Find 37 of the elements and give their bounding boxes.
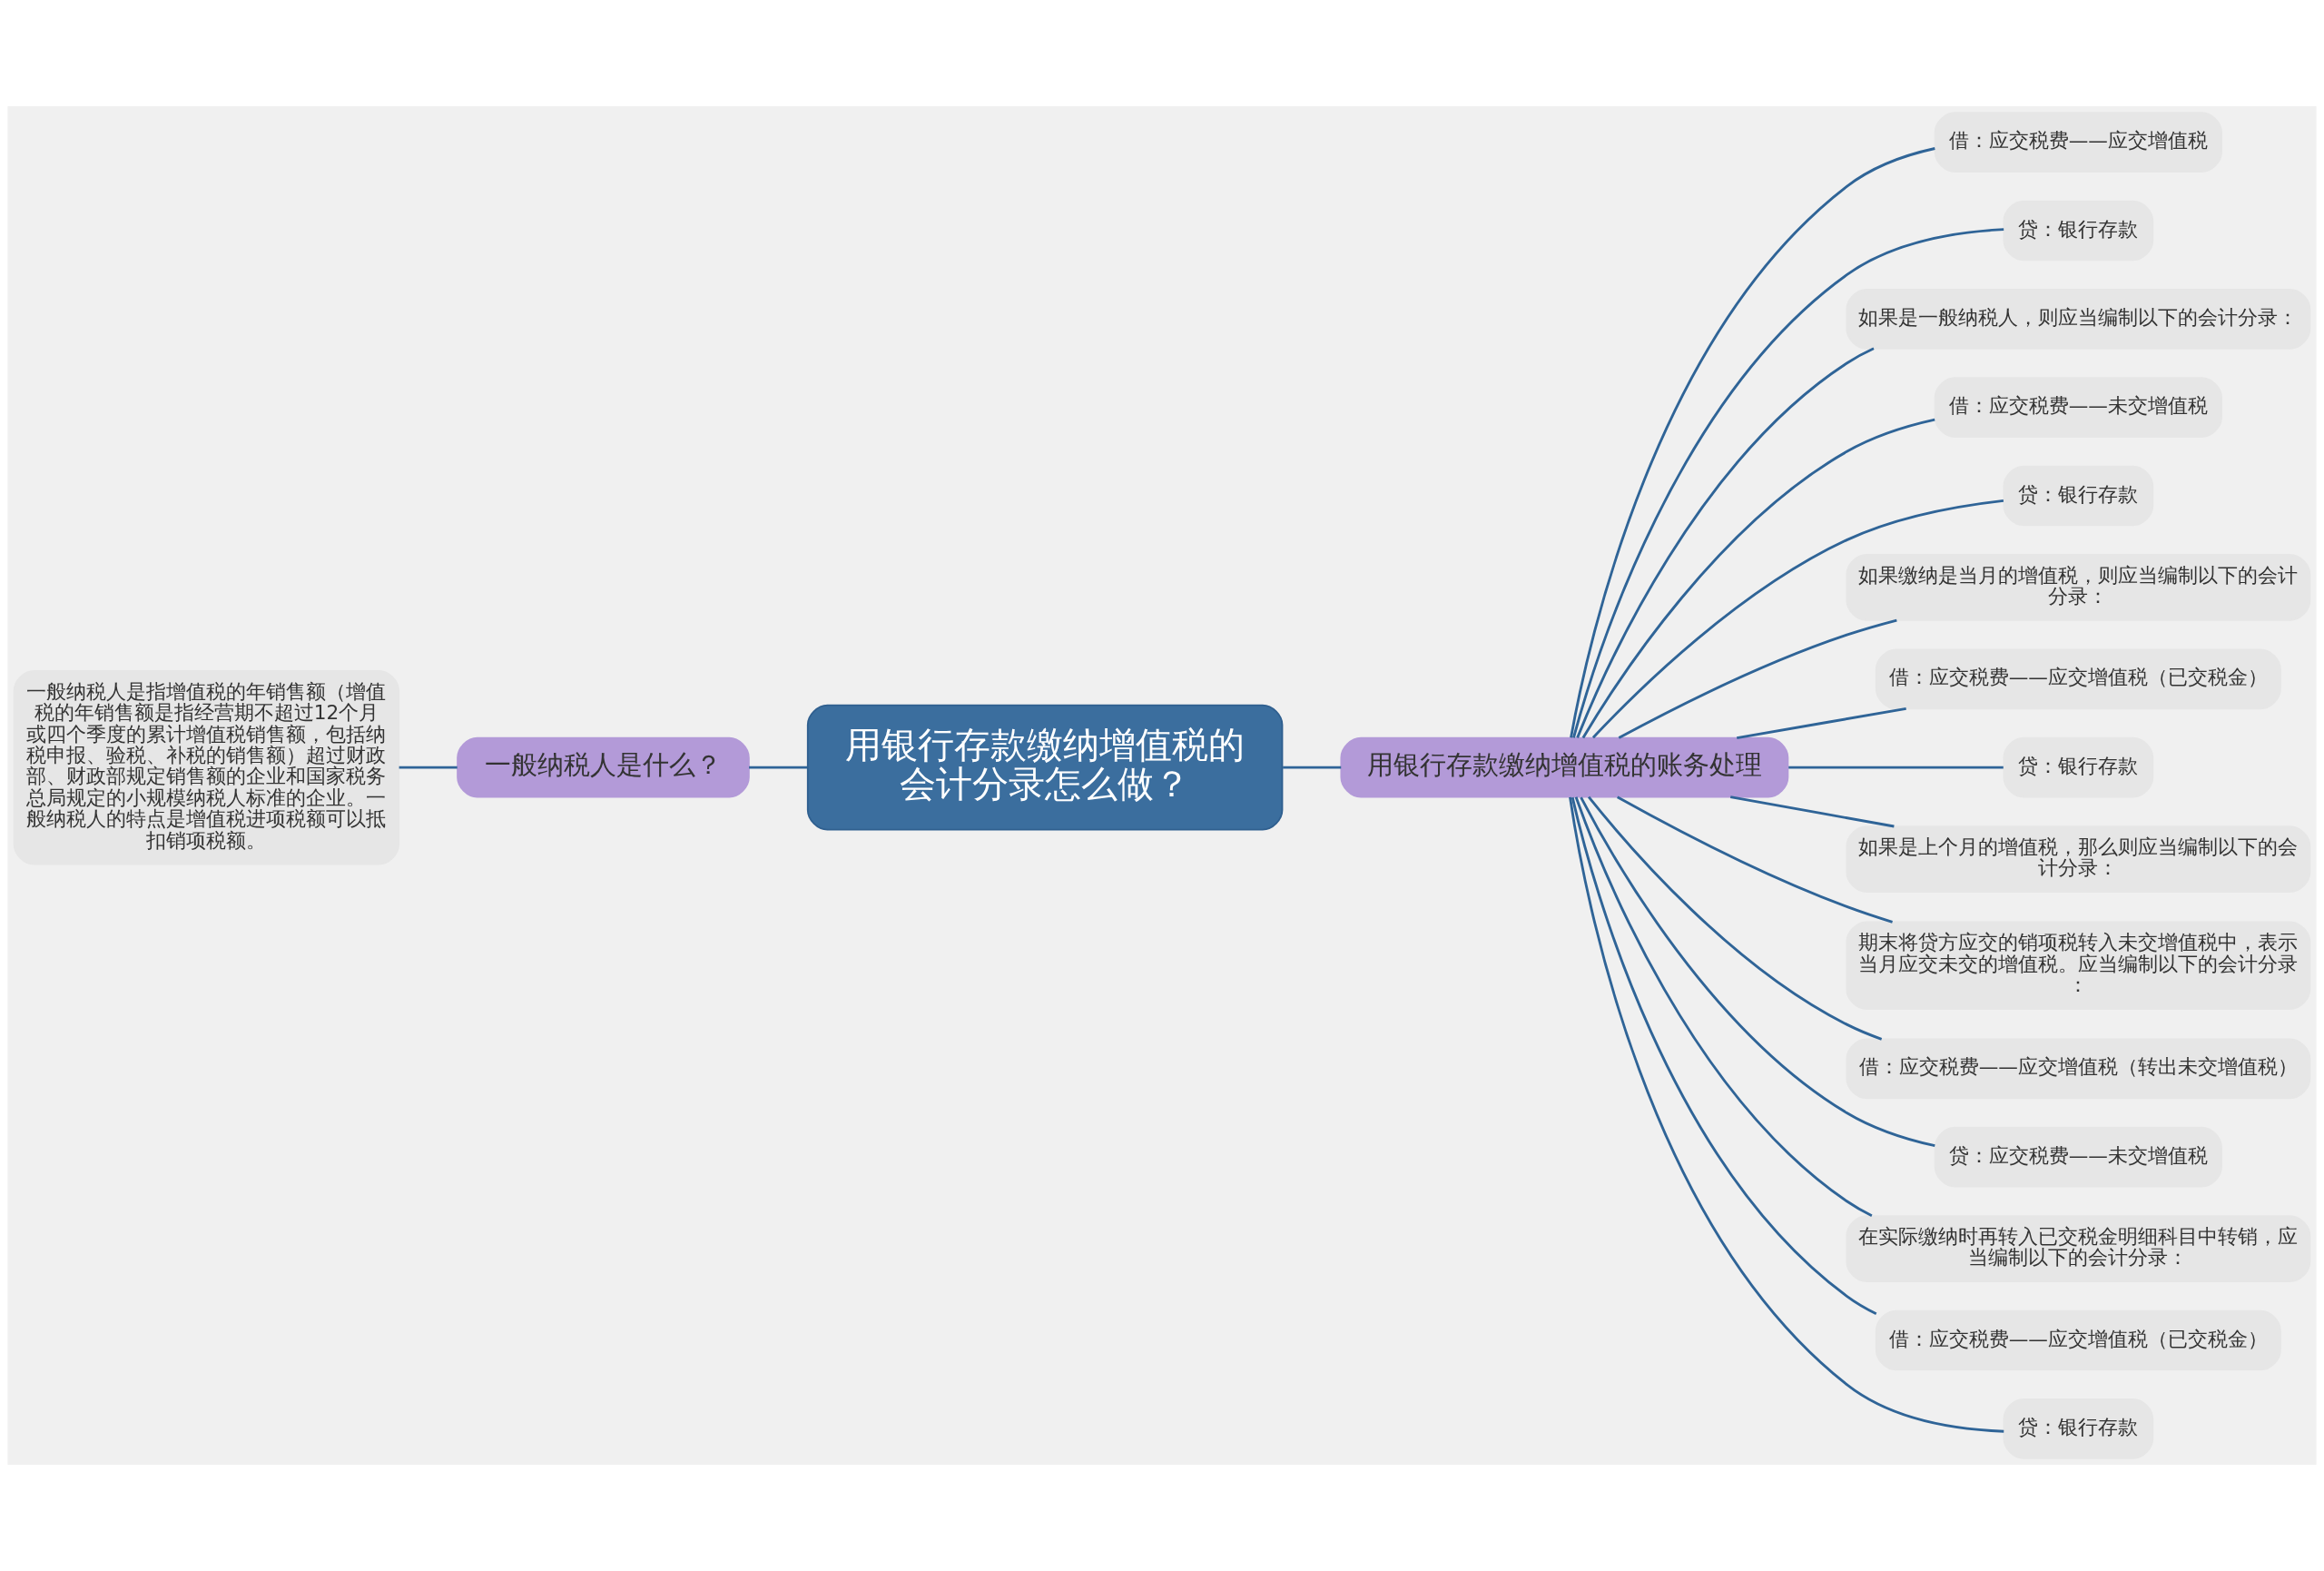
- node-box: 一般纳税人是什么？: [457, 736, 750, 798]
- node-box: 如果缴纳是当月的增值税，则应当编制以下的会计分录：: [1846, 553, 2311, 621]
- connector: [1283, 766, 1342, 769]
- node-box: 借：应交税费——未交增值税: [1934, 377, 2222, 438]
- node-box: 借：应交税费——应交增值税（转出未交增值税）: [1846, 1038, 2311, 1100]
- connector: [1576, 347, 1875, 738]
- connector: [1737, 706, 1906, 740]
- connector: [1581, 418, 1935, 739]
- connector: [1572, 228, 2004, 738]
- node-box: 期末将贷方应交的销项税转入未交增值税中，表示当月应交未交的增值税。应当编制以下的会计分录：: [1846, 921, 2311, 1010]
- node-box: 贷：银行存款: [2003, 200, 2154, 262]
- connector: [1591, 499, 2004, 739]
- connector: [1617, 795, 1893, 924]
- node-box: 贷：银行存款: [2003, 1398, 2154, 1459]
- connector: [1571, 796, 1877, 1315]
- node-box: 用银行存款缴纳增值税的账务处理: [1340, 736, 1789, 798]
- connector: [1618, 618, 1897, 739]
- node-box: 借：应交税费——应交增值税（已交税金）: [1875, 648, 2281, 710]
- node-box: 一般纳税人是指增值税的年销售额（增值税的年销售额是指经营期不超过12个月或四个季度的累计增值税销售额，包括纳税申报、验税、补税的销售额）超过财政部、财政部规定销售额的企业和国家税务总局规定的小规模纳税人标准的企业。一般纳税人的特点是增值税进项税额可以抵扣销项税额。: [13, 669, 400, 865]
- node-box: 贷：应交税费——未交增值税: [1934, 1126, 2222, 1188]
- connector: [1580, 796, 1935, 1148]
- connector: [1569, 796, 2004, 1433]
- connector: [1587, 795, 1883, 1041]
- node-box: 借：应交税费——应交增值税（已交税金）: [1875, 1309, 2281, 1371]
- connector: [399, 766, 458, 769]
- connector: [1788, 766, 2004, 769]
- node-box: 贷：银行存款: [2003, 736, 2154, 798]
- connector: [749, 766, 807, 769]
- node-box: 如果是上个月的增值税，那么则应当编制以下的会计分录：: [1846, 825, 2311, 894]
- node-box: 在实际缴纳时再转入已交税金明细科目中转销，应当编制以下的会计分录：: [1846, 1215, 2311, 1283]
- node-box: 借：应交税费——应交增值税: [1934, 112, 2222, 173]
- connector: [1570, 147, 1935, 738]
- connector: [1574, 796, 1873, 1218]
- node-box: 用银行存款缴纳增值税的会计分录怎么做？: [806, 704, 1284, 831]
- node-box: 贷：银行存款: [2003, 465, 2154, 527]
- node-box: 如果是一般纳税人，则应当编制以下的会计分录：: [1846, 288, 2311, 350]
- connector: [1729, 795, 1895, 828]
